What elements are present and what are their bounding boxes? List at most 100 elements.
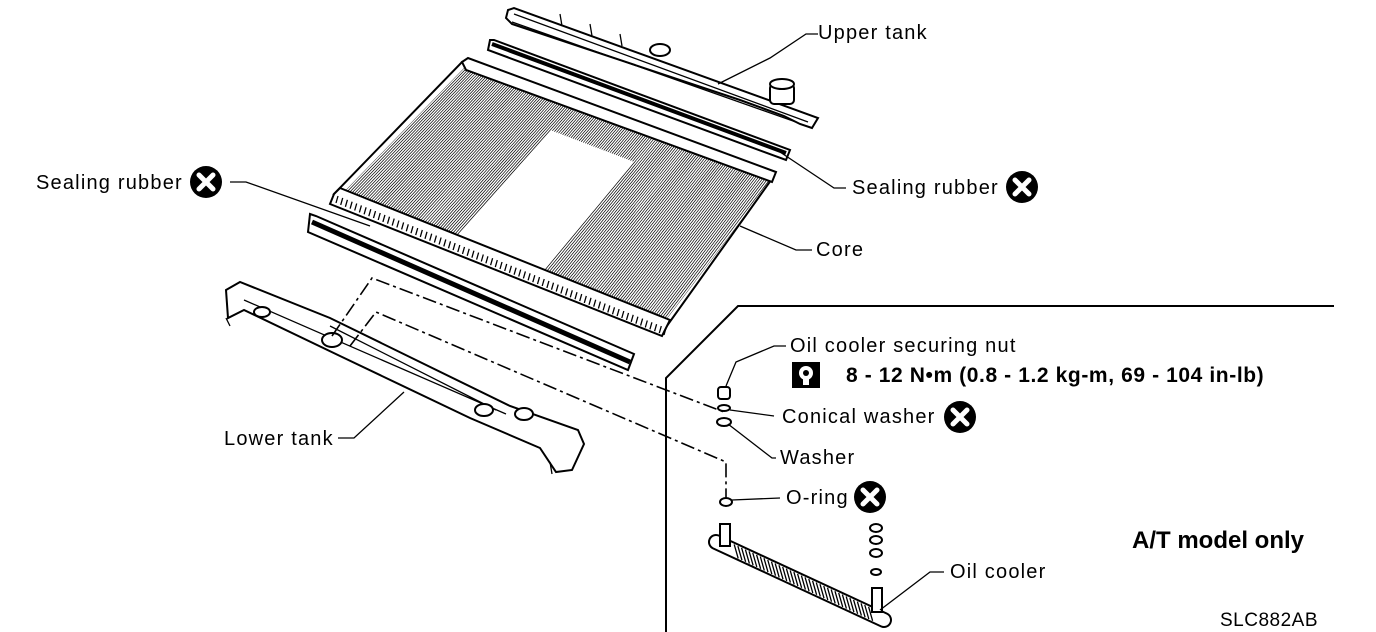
core-fin [607,126,630,153]
core-fin [617,130,640,157]
core-fin [538,136,656,279]
core-fin [414,92,538,228]
core-fin [597,157,714,303]
core-fin [630,134,652,161]
core-fin [595,122,618,148]
label-lower-tank: Lower tank [224,428,334,450]
core-fin [563,145,681,289]
core-fin [625,167,740,315]
core-fin [595,156,712,302]
core-fin [593,156,710,301]
core-fin [376,78,501,212]
upper-tank [504,6,820,130]
core-fin [442,102,565,239]
core-fin [546,139,665,282]
core-fin [623,166,738,314]
core-fin [649,175,763,324]
core-fin [566,111,589,137]
replace-x-icon [854,481,886,513]
core-fin [642,173,756,322]
core-fin [576,115,599,141]
core-fin [640,172,754,321]
core-fin [646,175,761,323]
oil-cooler-hardware [708,386,892,628]
core-fin [384,81,510,215]
core-fin [559,144,677,287]
core-fin [584,118,608,144]
core-fin [602,159,718,305]
core-fin [611,128,634,154]
core-fin [591,155,707,301]
core-fin [589,154,705,300]
torque-spec: 8 - 12 N•m (0.8 - 1.2 kg-m, 69 - 104 in-… [846,364,1264,387]
core-fin [626,133,648,160]
core-fin [557,143,675,286]
core-fin [548,140,667,283]
core-fin [578,115,601,142]
core-fin [599,158,716,304]
core-fin [395,85,520,220]
core-fin [341,66,469,198]
label-oil-cooler: Oil cooler [950,561,1046,583]
core-fin [416,93,540,228]
figure-code: SLC882AB [1220,610,1318,631]
core-fin [634,170,748,318]
core-fin [591,120,614,146]
core-fin [348,68,475,200]
core-fin [354,71,481,203]
core-fin [418,93,542,229]
core-fin [361,73,487,206]
core-fin [589,119,612,146]
core-fin [540,137,659,279]
core-fin [429,97,552,234]
core-fin [562,109,585,135]
label-conical-washer: Conical washer [782,406,936,428]
core-fin [603,125,626,151]
core-fin [386,82,512,216]
core-fin [617,164,732,311]
core-fin [572,113,595,139]
core-fin [619,131,642,157]
core-fin [444,103,567,240]
core-fin [599,123,622,150]
core-fin [567,147,685,291]
core-fin [358,72,485,205]
lower-sealing-rubber [306,212,636,372]
core-fin [556,107,579,133]
core-fin [350,69,477,201]
core-fin [638,172,752,320]
core-fin [619,165,734,312]
core-fin [580,116,603,142]
core-fin [621,166,736,313]
core-fin [613,128,636,155]
core-fin [604,160,720,306]
core-fin [606,160,722,307]
core-fin [587,153,703,299]
core-fin [393,84,518,219]
core-fin [574,114,597,140]
core-fin [363,74,489,206]
core-fin [653,177,767,326]
core-fin [352,70,479,202]
core-fin [431,98,554,235]
core-fin [629,169,744,316]
core-fin [420,94,544,230]
label-core: Core [816,239,864,261]
core-fin [446,103,569,241]
core-fin [570,147,687,292]
core-fin [580,151,697,296]
core-fin [390,84,516,218]
core-fin [550,141,669,284]
core-fin [582,117,605,143]
at-model-only-note: A/T model only [1132,527,1305,554]
at-section-border [665,305,1334,632]
core-fin [388,83,514,217]
core-fin [554,106,577,132]
core-fin [553,141,671,285]
core-fin [373,77,499,211]
core-fin [651,176,765,325]
core-fin [408,90,532,225]
core-fin [425,96,548,232]
core-fin [435,99,559,236]
